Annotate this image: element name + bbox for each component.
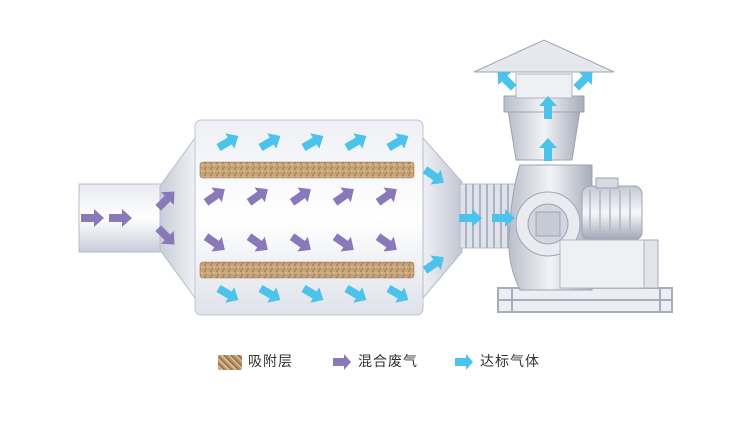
legend-label: 达标气体 (480, 354, 540, 370)
adsorption-chamber (194, 119, 424, 316)
legend-item-compliant-gas: 达标气体 (452, 349, 540, 375)
adsorption-layer-swatch (218, 354, 242, 370)
outlet-transition (422, 136, 463, 300)
exhaust-stack (473, 39, 615, 161)
mixed-exhaust-arrow-icon (333, 354, 351, 370)
legend-label: 吸附层 (248, 354, 293, 370)
compliant-gas-arrow-icon (455, 354, 473, 370)
legend-item-adsorption-layer: 吸附层 (218, 349, 293, 375)
fan-motor (559, 177, 659, 289)
adsorption-layer-bottom (199, 261, 415, 279)
legend-label: 混合废气 (358, 354, 418, 370)
inlet-transition (159, 136, 196, 300)
fan-base (497, 287, 673, 313)
legend: 吸附层 混合废气 达标气体 (0, 349, 750, 375)
legend-item-mixed-exhaust: 混合废气 (330, 349, 418, 375)
adsorption-layer-top (199, 161, 415, 179)
